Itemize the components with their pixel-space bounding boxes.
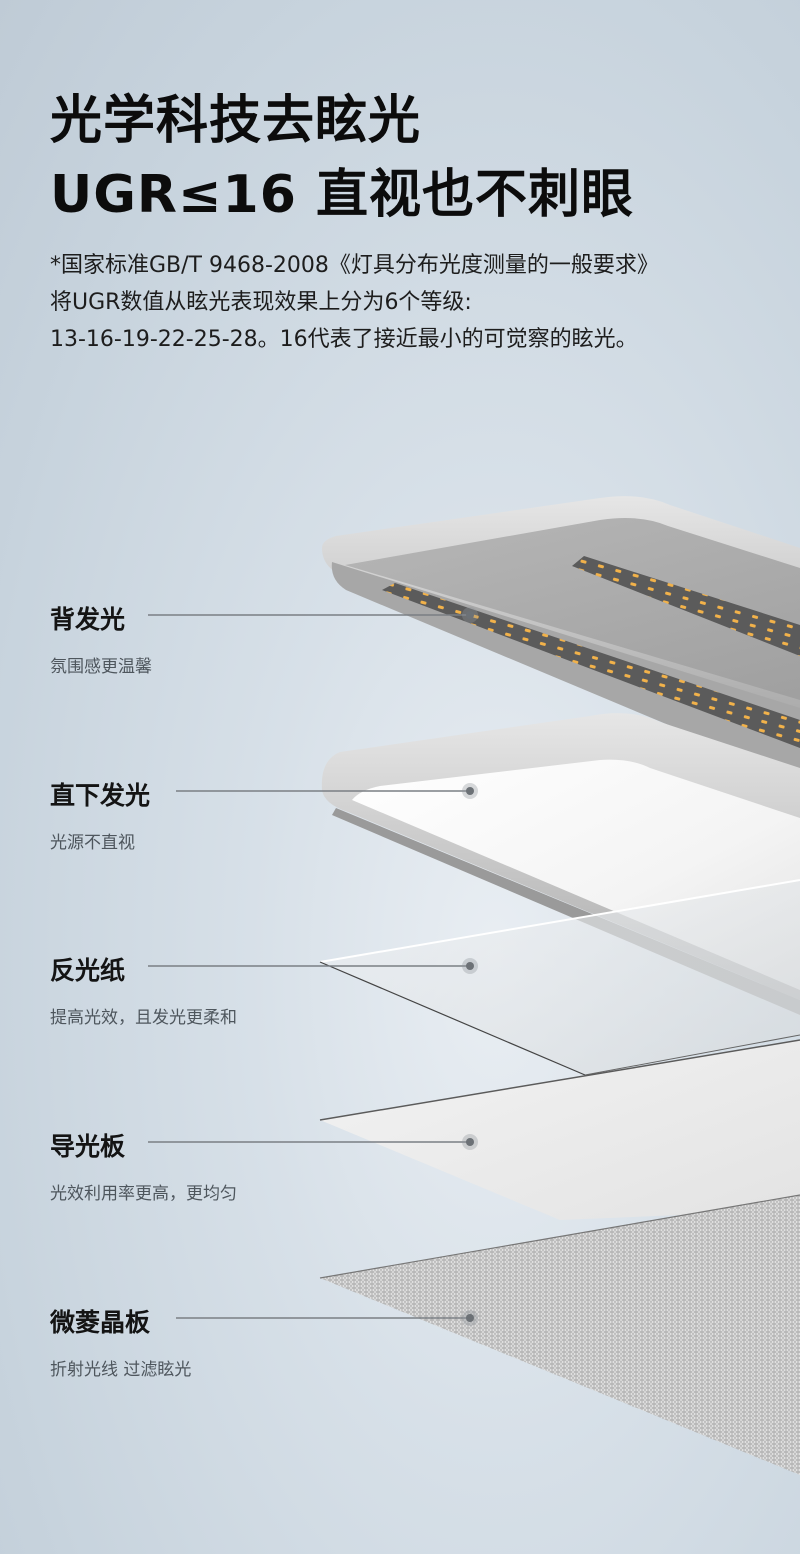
leader-lines [148, 614, 468, 1319]
light-guide-plate [319, 1039, 800, 1220]
layer-desc: 提高光效，且发光更柔和 [50, 1008, 237, 1028]
headline-line2: UGR≤16 直视也不刺眼 [50, 165, 634, 225]
intro-line-2: 将UGR数值从眩光表现效果上分为6个等级: [50, 290, 472, 315]
reflective-paper-sheet [319, 879, 800, 1076]
layer-name: 直下发光 [50, 781, 151, 810]
layer-desc: 氛围感更温馨 [50, 657, 152, 677]
headline-line1: 光学科技去眩光 [50, 91, 422, 151]
layer-label-light-guide: 导光板 光效利用率更高，更均匀 [50, 1127, 237, 1204]
intro-line-3: 13-16-19-22-25-28。16代表了接近最小的可觉察的眩光。 [50, 327, 638, 352]
layer-name: 微菱晶板 [50, 1308, 151, 1337]
layer-desc: 光源不直视 [50, 833, 135, 853]
layer-name: 反光纸 [50, 956, 126, 985]
layer-label-reflective-paper: 反光纸 提高光效，且发光更柔和 [50, 951, 237, 1028]
layer-label-direct-light: 直下发光 光源不直视 [50, 776, 150, 853]
led-strip-left [382, 583, 800, 748]
intro-line-1: *国家标准GB/T 9468-2008《灯具分布光度测量的一般要求》 [50, 253, 659, 278]
leader-markers [462, 607, 478, 1326]
intro-text: *国家标准GB/T 9468-2008《灯具分布光度测量的一般要求》 将UGR数… [50, 247, 770, 358]
back-light-housing [322, 496, 800, 780]
layer-label-back-light: 背发光 氛围感更温馨 [50, 600, 152, 677]
layer-name: 导光板 [50, 1132, 126, 1161]
micro-prism-plate [319, 1194, 800, 1475]
layer-name: 背发光 [50, 605, 126, 634]
led-strip-right [572, 556, 800, 656]
layer-label-micro-prism: 微菱晶板 折射光线 过滤眩光 [50, 1303, 191, 1380]
layer-desc: 光效利用率更高，更均匀 [50, 1184, 237, 1204]
layer-desc: 折射光线 过滤眩光 [50, 1360, 192, 1380]
